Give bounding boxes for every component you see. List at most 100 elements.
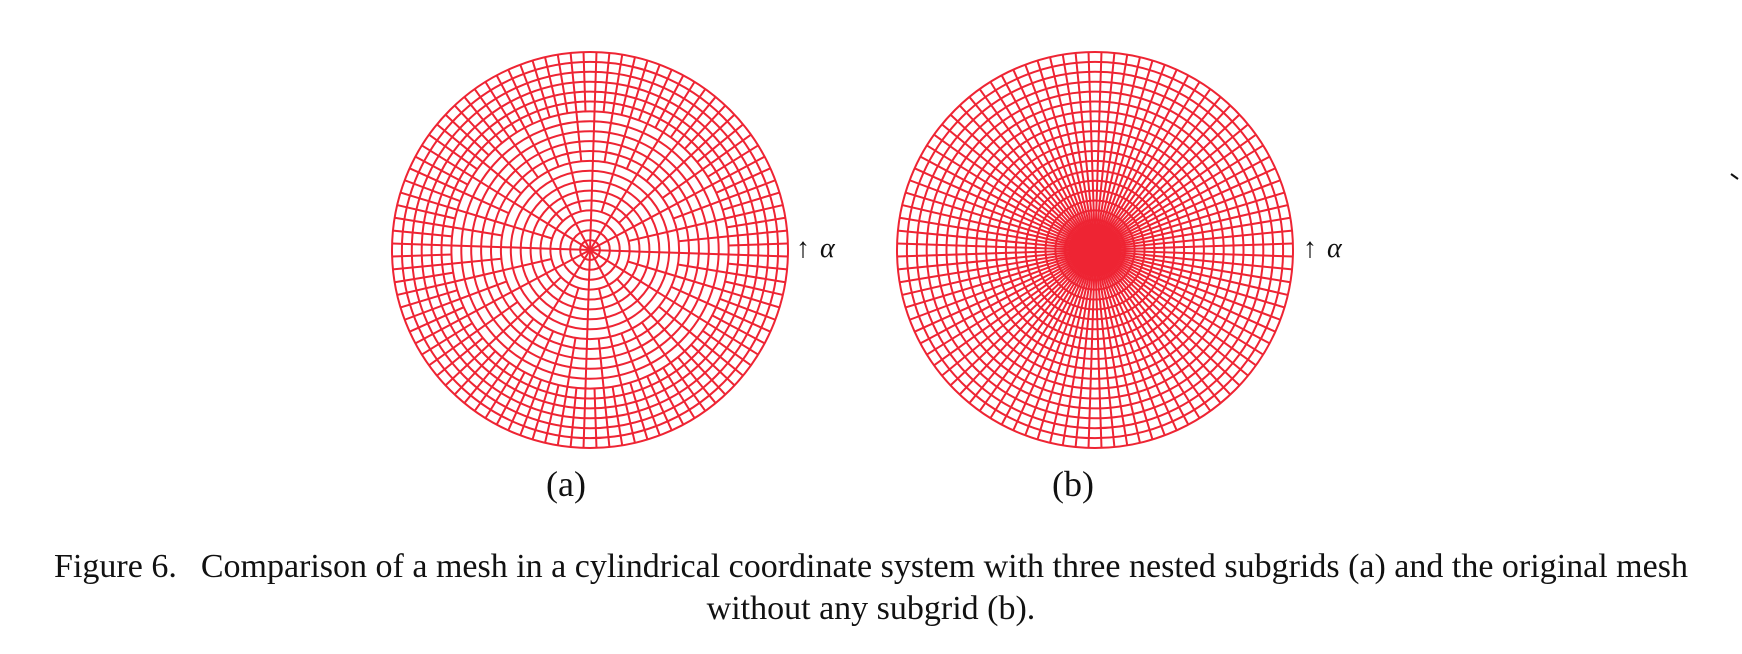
mesh-spoke — [1094, 249, 1232, 396]
mesh-ring — [460, 120, 720, 380]
mesh-spoke — [1094, 249, 1285, 309]
mesh-spoke — [1094, 249, 1212, 412]
mesh-spoke — [1049, 56, 1096, 251]
mesh-ring — [975, 130, 1215, 370]
mesh-spoke — [557, 114, 571, 164]
mesh-spoke — [589, 244, 600, 251]
mesh-spoke — [1094, 242, 1293, 251]
mesh-spoke — [586, 289, 590, 340]
mesh-spoke — [404, 297, 461, 321]
mesh-spoke — [1094, 249, 1154, 440]
mesh-spoke — [933, 133, 1096, 251]
mesh-spoke — [1094, 52, 1116, 251]
mesh-spoke — [556, 54, 569, 114]
mesh-spoke — [503, 258, 552, 272]
mesh-spoke — [598, 288, 612, 337]
mesh-ring — [420, 80, 760, 420]
mesh-spoke — [421, 322, 473, 356]
mesh-spoke — [599, 249, 630, 253]
mesh-spoke — [1094, 64, 1166, 251]
mesh-spoke — [677, 96, 717, 144]
mesh-spoke — [978, 249, 1096, 412]
mesh-spoke — [724, 280, 784, 296]
mesh-spoke — [1094, 249, 1291, 284]
mesh-spoke — [654, 74, 685, 129]
mesh-spoke — [899, 249, 1096, 284]
mesh-spoke — [722, 191, 780, 211]
mesh-ring — [400, 60, 780, 440]
mesh-ring — [430, 90, 750, 410]
mesh-ring — [450, 110, 730, 390]
mesh-spoke — [451, 257, 502, 265]
mesh-spoke — [949, 113, 1096, 251]
mesh-spoke — [611, 386, 624, 446]
mesh-spoke — [968, 249, 1096, 404]
mesh-spoke — [575, 111, 583, 162]
mesh-spoke — [654, 154, 692, 190]
mesh-ring — [1014, 169, 1176, 331]
mesh-spoke — [690, 344, 736, 387]
mesh-spoke — [1061, 54, 1096, 251]
edge-mark — [1730, 173, 1739, 180]
mesh-ring — [925, 80, 1265, 420]
mesh-spoke — [554, 253, 582, 270]
mesh-spoke — [508, 136, 539, 179]
mesh-spoke — [719, 179, 776, 203]
alpha-axis-label-b: ↑α — [1303, 235, 1342, 263]
mesh-spoke — [550, 247, 581, 251]
mesh-spoke — [463, 356, 503, 404]
mesh-spoke — [1094, 249, 1116, 448]
mesh-spoke — [658, 305, 698, 339]
mesh-spoke — [1087, 52, 1096, 251]
mesh-spoke — [495, 371, 526, 426]
mesh-spoke — [1094, 88, 1212, 251]
mesh-spoke — [646, 69, 673, 125]
mesh-spoke — [707, 144, 759, 178]
mesh-spoke — [1024, 64, 1096, 251]
mesh-spoke — [1094, 249, 1249, 377]
caption-text: Comparison of a mesh in a cylindrical co… — [200, 548, 1688, 627]
mesh-spoke — [1094, 249, 1293, 258]
mesh-spoke — [519, 64, 543, 121]
mesh-spoke — [1036, 60, 1096, 251]
mesh-ring — [1024, 179, 1166, 321]
mesh-spoke — [409, 167, 465, 194]
mesh-spoke — [1094, 144, 1264, 251]
mesh-spoke — [542, 283, 570, 327]
mesh-spoke — [909, 249, 1096, 321]
mesh-ring — [410, 70, 770, 430]
mesh-spoke — [1094, 155, 1271, 251]
mesh-ring — [440, 100, 740, 400]
mesh-spoke — [616, 278, 652, 316]
mesh-spoke — [404, 179, 461, 203]
mesh-spoke — [958, 249, 1096, 396]
mesh-spoke — [702, 133, 752, 171]
mesh-spoke — [531, 60, 551, 118]
mesh-spoke — [519, 379, 543, 436]
mesh-spoke — [620, 56, 636, 116]
mesh-spoke — [593, 52, 598, 112]
mesh-spoke — [394, 216, 454, 229]
mesh-spoke — [531, 330, 555, 377]
mesh-ring — [896, 51, 1294, 449]
mesh-spoke — [501, 318, 535, 358]
mesh-spoke — [901, 249, 1096, 296]
mesh-spoke — [598, 230, 626, 247]
mesh-spoke — [654, 371, 685, 426]
mesh-spoke — [620, 384, 636, 444]
mesh-spoke — [436, 123, 484, 163]
mesh-spoke — [614, 117, 632, 166]
mesh-spoke — [715, 306, 771, 333]
mesh-spoke — [484, 367, 518, 419]
mesh-spoke — [711, 155, 766, 186]
mesh-ring — [1034, 189, 1156, 311]
mesh-spoke — [1094, 113, 1241, 251]
mesh-spoke — [600, 164, 617, 213]
mesh-spoke — [453, 350, 496, 396]
mesh-spoke — [563, 287, 580, 336]
mesh-spoke — [905, 249, 1096, 309]
mesh-spoke — [602, 52, 611, 113]
mesh-spoke — [1094, 249, 1103, 448]
mesh-spoke — [457, 208, 506, 226]
mesh-spoke — [392, 253, 452, 258]
